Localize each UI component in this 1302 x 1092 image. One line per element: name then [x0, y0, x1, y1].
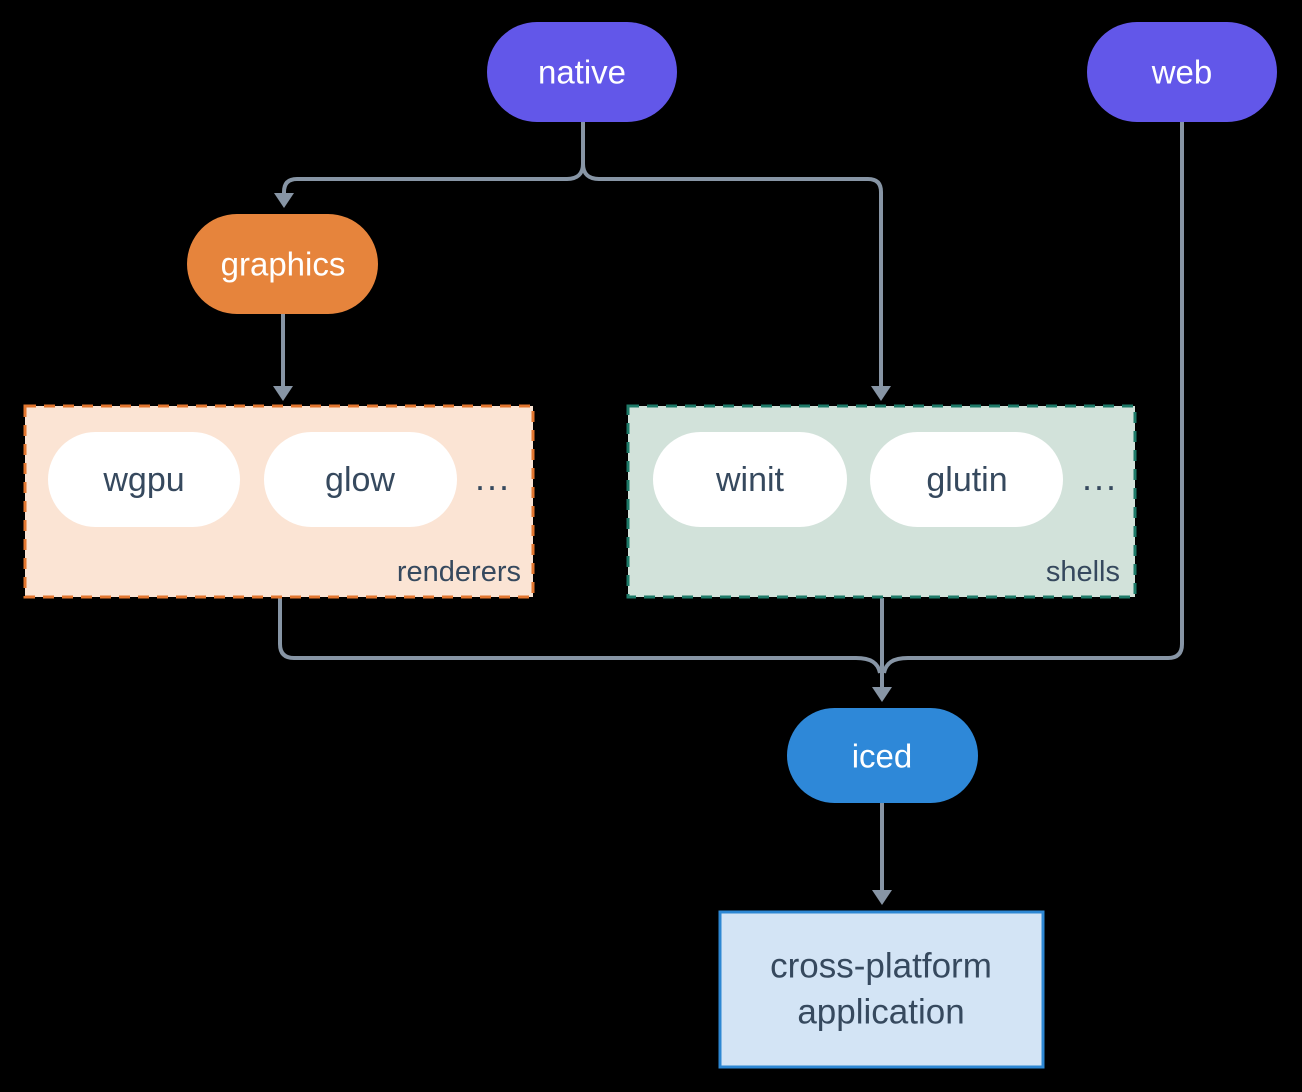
- connector-renderers-to-iced: [278, 598, 882, 674]
- arrowhead-into-iced: [872, 687, 892, 702]
- native-pill: [487, 22, 677, 122]
- wgpu-label: wgpu: [102, 461, 184, 499]
- iced-label: iced: [852, 738, 913, 775]
- wgpu-pill: [48, 432, 240, 527]
- graphics-label: graphics: [221, 246, 346, 283]
- arrowhead-into-graphics: [274, 193, 294, 208]
- glutin-pill: [870, 432, 1063, 527]
- shells-label: shells: [1046, 556, 1120, 588]
- connector-native-to-graphics: [282, 122, 585, 194]
- shells-ellipsis: ...: [1082, 457, 1118, 498]
- node-graphics: graphics: [187, 214, 378, 314]
- glow-label: glow: [325, 461, 395, 499]
- node-wgpu: wgpu: [48, 432, 240, 527]
- native-label: native: [538, 54, 626, 91]
- node-glow: glow: [264, 432, 457, 527]
- arrowhead-into-app: [872, 890, 892, 905]
- app-box: cross-platform application: [718, 910, 1045, 1069]
- app-rect: [718, 910, 1045, 1069]
- node-glutin: glutin: [870, 432, 1063, 527]
- winit-pill: [653, 432, 847, 527]
- node-web: web: [1087, 22, 1277, 122]
- arrowhead-into-shells: [871, 386, 891, 401]
- arrowhead-into-renderers: [273, 386, 293, 401]
- connector-web-to-iced: [882, 122, 1184, 674]
- glow-pill: [264, 432, 457, 527]
- connectors: [273, 122, 1184, 905]
- node-native: native: [487, 22, 677, 122]
- web-pill: [1087, 22, 1277, 122]
- app-label-line2: application: [797, 993, 964, 1032]
- iced-pill: [787, 708, 978, 803]
- app-label-line1: cross-platform: [770, 947, 992, 986]
- connector-native-to-shells: [581, 163, 883, 387]
- graphics-pill: [187, 214, 378, 314]
- renderers-label: renderers: [397, 556, 521, 588]
- glutin-label: glutin: [926, 461, 1007, 499]
- renderers-ellipsis: ...: [475, 457, 511, 498]
- winit-label: winit: [715, 461, 785, 499]
- node-winit: winit: [653, 432, 847, 527]
- web-label: web: [1151, 54, 1213, 91]
- node-iced: iced: [787, 708, 978, 803]
